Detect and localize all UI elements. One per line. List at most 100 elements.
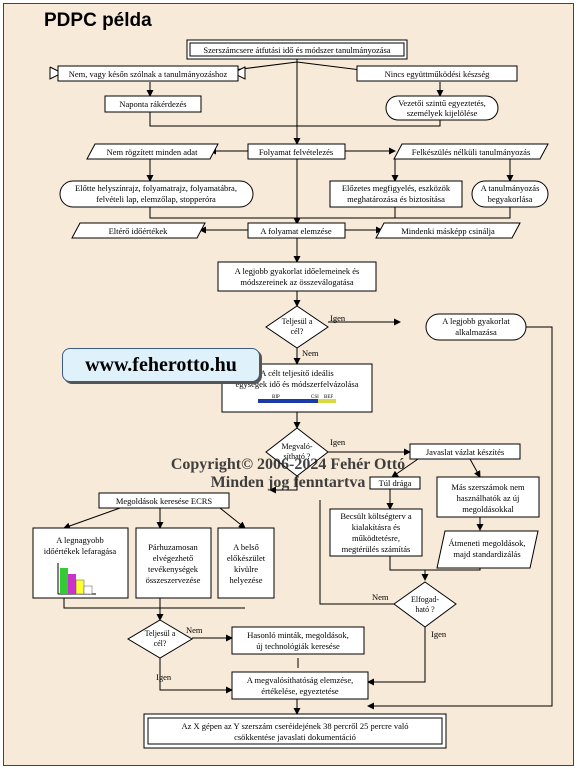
bar-green bbox=[60, 568, 68, 594]
timeline-bar bbox=[258, 399, 336, 403]
node-tanulm-begyak: A tanulmányozás begyakorlása bbox=[471, 180, 549, 208]
edge-label-igen-2: Igen bbox=[330, 437, 346, 447]
node-legjobb-gyak-line1: A legjobb gyakorlat időelemeinek és bbox=[235, 266, 360, 276]
node-mas-szerszamok-line1: Más szerszámok nem bbox=[451, 482, 525, 492]
decision-teljesul-1-line2: cél? bbox=[291, 327, 304, 336]
decision-teljesul-2-line2: cél? bbox=[154, 639, 167, 648]
node-nem-szolnak-text: Nem, vagy későn szólnak a tanulmányozásh… bbox=[69, 69, 228, 79]
node-becsult-line3: működtetésre, bbox=[352, 533, 400, 543]
timeline-label-csi: CSI bbox=[311, 395, 319, 400]
node-hasonlo-line2: új technológiák keresése bbox=[256, 641, 340, 651]
node-nem-rogzitett-text: Nem rögzített minden adat bbox=[107, 147, 199, 157]
decision-teljesul-2: Teljesül a cél? bbox=[127, 619, 193, 659]
node-javaslat: Javaslat vázlat készítés bbox=[409, 443, 521, 460]
node-parhuzamos: Párhuzamosan elvégezhető tevékenységek ö… bbox=[135, 527, 212, 599]
timeline-label-bef: BEF bbox=[324, 395, 333, 400]
decision-elfogadhato-line2: ható ? bbox=[415, 605, 435, 614]
decision-teljesul-2-line1: Teljesül a bbox=[145, 629, 176, 638]
node-legjobb-gyakorlat: A legjobb gyakorlat időelemeinek és móds… bbox=[217, 261, 377, 292]
node-tanulm-begyak-line1: A tanulmányozás bbox=[481, 183, 540, 193]
node-megvalosithatosag-line2: értékelése, egyeztetése bbox=[261, 686, 339, 696]
edge-label-igen-3: Igen bbox=[431, 629, 447, 639]
node-atmeneti-line1: Átmeneti megoldások, bbox=[449, 538, 526, 548]
node-mas-szerszamok-line3: megoldásokkal bbox=[462, 504, 514, 514]
decision-megvalosithato: Megvaló- sítható ? bbox=[265, 427, 329, 477]
copyright-line1: Copyright© 2006-2024 Fehér Ottó bbox=[170, 456, 406, 473]
node-legjobb-alk-line1: A legjobb gyakorlat bbox=[442, 316, 510, 326]
node-legnagyobb-line1: A legnagyobb bbox=[56, 535, 103, 545]
bar-white bbox=[83, 585, 93, 595]
node-megvalosithatosag: A megvalósíthatóság elemzése, értékelése… bbox=[231, 671, 369, 700]
node-legjobb-alkalmazasa: A legjobb gyakorlat alkalmazása bbox=[425, 313, 527, 341]
node-mas-szerszamok: Más szerszámok nem használhatók az új me… bbox=[436, 476, 540, 518]
bar-magenta bbox=[68, 574, 76, 594]
node-megoldasok-ecrs: Megoldások keresése ECRS bbox=[98, 492, 230, 509]
node-elozetes-line2: meghatározása és biztosítása bbox=[347, 194, 445, 204]
node-belso-line3: kívülre bbox=[234, 564, 258, 574]
node-felkeszules-text: Felkészülés nélküli tanulmányozás bbox=[412, 147, 531, 157]
node-atmeneti: Átmeneti megoldások, majd standardizálás bbox=[436, 530, 539, 569]
node-tul-draga-text: Túl drága bbox=[379, 478, 412, 488]
copyright-watermark: Copyright© 2006-2024 Fehér Ottó Minden j… bbox=[128, 456, 448, 492]
decision-teljesul-1-line1: Teljesül a bbox=[282, 317, 313, 326]
node-javaslat-text: Javaslat vázlat készítés bbox=[426, 447, 504, 457]
decision-elfogadhato: Elfogad- ható ? bbox=[393, 581, 457, 628]
timeline-bar-end bbox=[318, 399, 336, 403]
node-folyamat-elemzese: A folyamat elemzése bbox=[247, 222, 346, 239]
node-nincs-egyuttmukodes: Nincs együttműködési készség bbox=[356, 65, 518, 82]
node-legnagyobb: A legnagyobb időértékek lefaragása bbox=[32, 527, 129, 599]
edge-label-nem-3: Nem bbox=[186, 625, 203, 635]
node-eltero-text: Eltérő időértékek bbox=[109, 226, 169, 236]
bar-yellow bbox=[75, 579, 85, 595]
node-final-line2: csökkentése javaslati dokumentáció bbox=[234, 732, 356, 742]
node-nincs-egyutt-text: Nincs együttműködési készség bbox=[385, 69, 491, 79]
edge-label-nem-1: Nem bbox=[302, 348, 319, 358]
node-tanulm-begyak-line2: begyakorlása bbox=[488, 194, 533, 204]
edge-label-igen-4: Igen bbox=[156, 672, 172, 682]
node-mindenki: Mindenki másképp csinálja bbox=[375, 222, 521, 239]
connectors bbox=[63, 56, 553, 715]
node-top-text: Szerszámcsere átfutási idő és módszer ta… bbox=[203, 45, 390, 55]
node-top: Szerszámcsere átfutási idő és módszer ta… bbox=[186, 39, 408, 60]
node-felkeszules: Felkészülés nélküli tanulmányozás bbox=[393, 143, 549, 160]
node-belso-line1: A belső bbox=[233, 542, 259, 552]
node-belso: A belső előkészület kívülre helyezése bbox=[217, 527, 275, 599]
node-megvalosithatosag-line1: A megvalósíthatóság elemzése, bbox=[247, 675, 353, 685]
node-nem-szolnak: Nem, vagy későn szólnak a tanulmányozásh… bbox=[49, 65, 246, 82]
node-hasonlo-line1: Hasonló minták, megoldások, bbox=[247, 630, 349, 640]
page-title: PDPC példa bbox=[44, 10, 152, 31]
node-tul-draga: Túl drága bbox=[369, 476, 421, 490]
node-becsult-line2: kialakításra és bbox=[352, 522, 400, 532]
node-hasonlo: Hasonló minták, megoldások, új technológ… bbox=[231, 626, 365, 655]
node-mindenki-text: Mindenki másképp csinálja bbox=[401, 226, 495, 236]
decision-megvalosithato-line1: Megvaló- bbox=[281, 442, 312, 451]
node-parhuzamos-line4: összeszervezése bbox=[146, 575, 201, 585]
node-legnagyobb-line2: időértékek lefaragása bbox=[44, 546, 117, 556]
node-belso-line4: helyezése bbox=[229, 575, 262, 585]
node-celt-teljesito-line1: A célt teljesítő ideális bbox=[260, 368, 333, 378]
node-becsult-line4: megtérülés számítás bbox=[342, 544, 411, 554]
node-parhuzamos-line3: tevékenységek bbox=[148, 564, 199, 574]
website-link[interactable]: www.feherotto.hu bbox=[62, 348, 260, 382]
node-legjobb-alk-line2: alkalmazása bbox=[455, 327, 497, 337]
edge-label-igen-1: Igen bbox=[330, 313, 346, 323]
node-mas-szerszamok-line2: használhatók az új bbox=[457, 493, 520, 503]
node-final-line1: Az X gépen az Y szerszám cseréidejének 3… bbox=[181, 721, 408, 731]
node-parhuzamos-line1: Párhuzamosan bbox=[148, 542, 198, 552]
node-parhuzamos-line2: elvégezhető bbox=[153, 553, 194, 563]
edge-label-nem-2: Nem bbox=[372, 592, 389, 602]
node-elozetes-line1: Előzetes megfigyelés, eszközök bbox=[342, 183, 451, 193]
decision-megvalosithato-line2: sítható ? bbox=[284, 452, 311, 461]
node-becsult-line1: Becsült költségterv a bbox=[340, 511, 412, 521]
node-megoldasok-text: Megoldások keresése ECRS bbox=[116, 496, 213, 506]
node-vezetoi: Vezetői szintű egyeztetés, személyek kij… bbox=[385, 95, 499, 121]
node-elotte: Előtte helyszínrajz, folyamatrajz, folya… bbox=[59, 180, 254, 208]
node-naponta: Naponta rákérdezés bbox=[104, 95, 202, 113]
decision-elfogadhato-line1: Elfogad- bbox=[411, 595, 439, 604]
node-folyamat-felvetelezes: Folyamat felvételezés bbox=[247, 143, 346, 160]
node-folyamat-elem-text: A folyamat elemzése bbox=[260, 226, 332, 236]
node-final: Az X gépen az Y szerszám cseréidejének 3… bbox=[143, 713, 447, 749]
node-folyamat-felv-text: Folyamat felvételezés bbox=[259, 147, 333, 157]
node-celt-teljesito-line2: egységek idő és módszerfelvázolása bbox=[236, 379, 359, 389]
